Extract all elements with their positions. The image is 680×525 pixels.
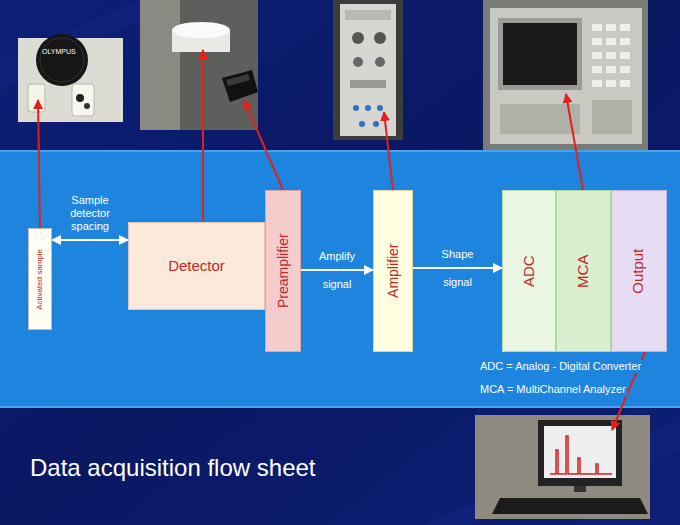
mca-photo bbox=[483, 0, 648, 150]
signal-arrow bbox=[413, 267, 502, 269]
sample-photo bbox=[18, 34, 123, 122]
abbreviation-note: MCA = MultiChannel Analyzer bbox=[478, 383, 628, 396]
amplifier-photo bbox=[333, 0, 403, 140]
edge-label: Amplify signal bbox=[309, 242, 365, 298]
output-box: Output bbox=[611, 190, 667, 352]
amplifier-box: Amplifier bbox=[373, 190, 413, 352]
detector-box: Detector bbox=[128, 222, 265, 310]
brand-text: OLYMPUS bbox=[42, 48, 76, 56]
sample-box: Activated sample bbox=[28, 228, 52, 330]
slide-title: Data acquisition flow sheet bbox=[30, 454, 316, 482]
abbreviation-note: ADC = Analog - Digital Converter bbox=[478, 360, 643, 373]
node-text: MCA bbox=[575, 254, 592, 287]
preamplifier-box: Preamplifier bbox=[265, 190, 301, 352]
node-text: ADC bbox=[521, 255, 538, 287]
node-text: Detector bbox=[168, 258, 225, 275]
leader-lines bbox=[38, 50, 645, 430]
computer-photo bbox=[475, 415, 650, 519]
node-text: Activated sample bbox=[36, 249, 45, 310]
node-text: Output bbox=[631, 248, 648, 293]
edge-label: Sample detector spacing bbox=[57, 194, 123, 233]
node-text: Preamplifier bbox=[275, 234, 290, 309]
signal-arrow bbox=[52, 239, 128, 241]
mca-box: MCA bbox=[556, 190, 611, 352]
signal-arrow bbox=[301, 269, 373, 271]
detector-photo bbox=[140, 0, 258, 130]
node-text: Amplifier bbox=[385, 244, 400, 298]
edge-label: Shape signal bbox=[430, 240, 486, 296]
adc-box: ADC bbox=[502, 190, 556, 352]
